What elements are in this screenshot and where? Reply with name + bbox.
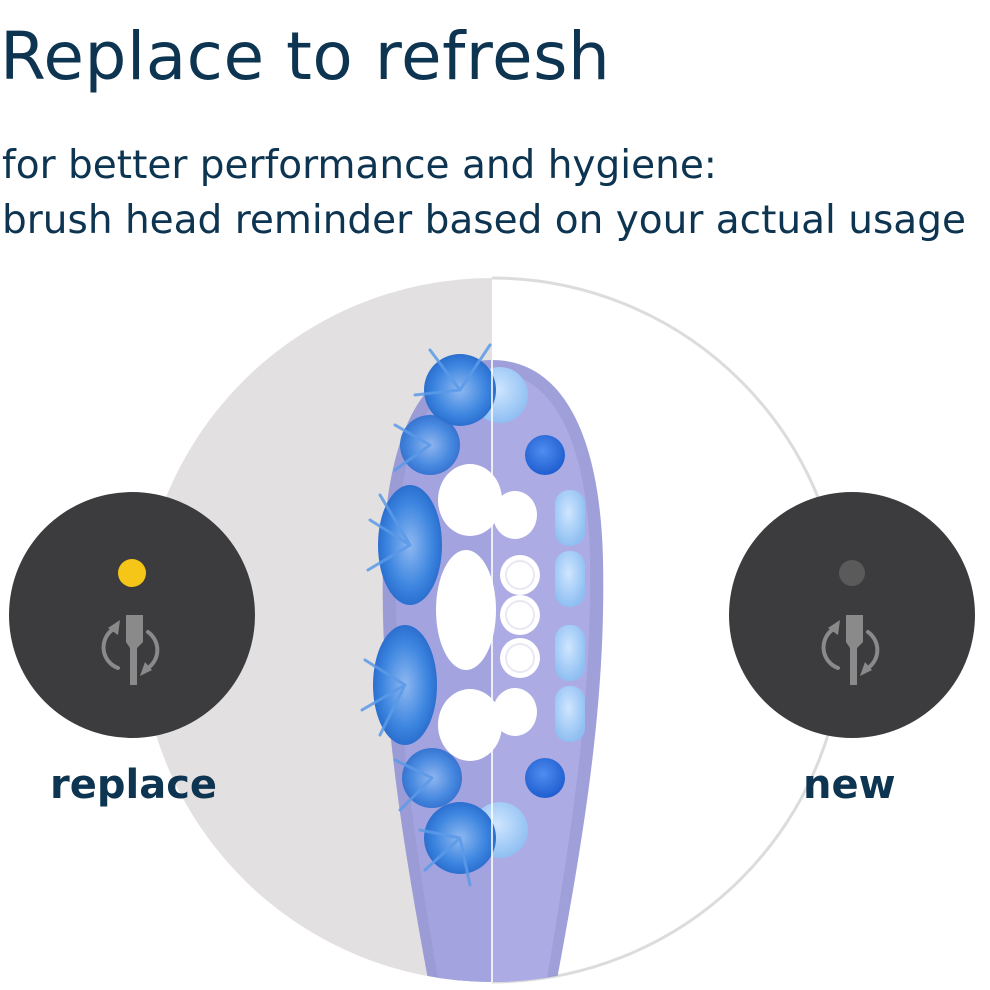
replace-indicator-panel [9, 492, 255, 738]
indicator-light-off [839, 560, 865, 586]
indicator-light-on [118, 559, 146, 587]
subheadline-line-1: for better performance and hygiene: [2, 143, 717, 188]
brush-head-replace-icon [821, 628, 880, 670]
new-indicator-panel [729, 492, 975, 738]
new-label: new [803, 762, 896, 808]
brush-head-replace-icon [101, 628, 160, 670]
headline: Replace to refresh [0, 18, 611, 95]
subheadline-line-2: brush head reminder based on your actual… [2, 198, 966, 243]
replace-label: replace [50, 762, 218, 808]
brush-head [360, 343, 604, 982]
